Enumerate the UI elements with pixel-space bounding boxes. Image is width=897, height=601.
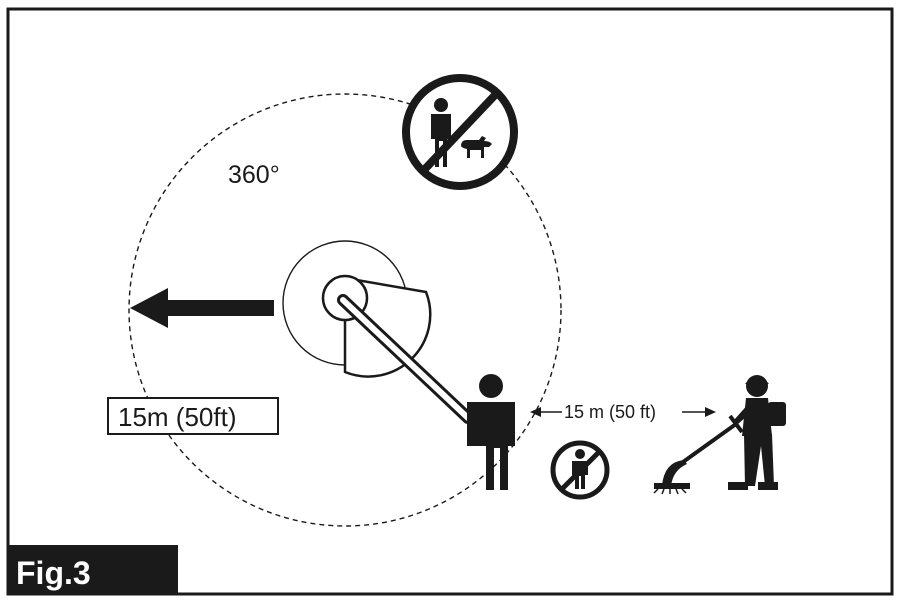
direction-arrow-icon xyxy=(130,288,274,328)
separation-dimension: 15 m (50 ft) xyxy=(530,402,716,422)
figure-label-box: Fig.3 xyxy=(8,545,178,594)
figure-frame xyxy=(6,7,894,596)
no-person-icon xyxy=(550,440,610,500)
trimmer-operator-icon xyxy=(653,375,786,495)
figure-label: Fig.3 xyxy=(16,555,91,591)
radius-label: 15m (50ft) xyxy=(118,402,237,432)
no-people-and-pets-icon xyxy=(402,74,518,190)
bystander-person-icon xyxy=(467,374,515,490)
trimmer-shaft xyxy=(337,294,474,424)
angle-label: 360° xyxy=(228,161,280,189)
radius-label-box: 15m (50ft) xyxy=(107,397,279,435)
safety-zone-circle xyxy=(128,93,562,527)
separation-label: 15 m (50 ft) xyxy=(564,402,656,422)
